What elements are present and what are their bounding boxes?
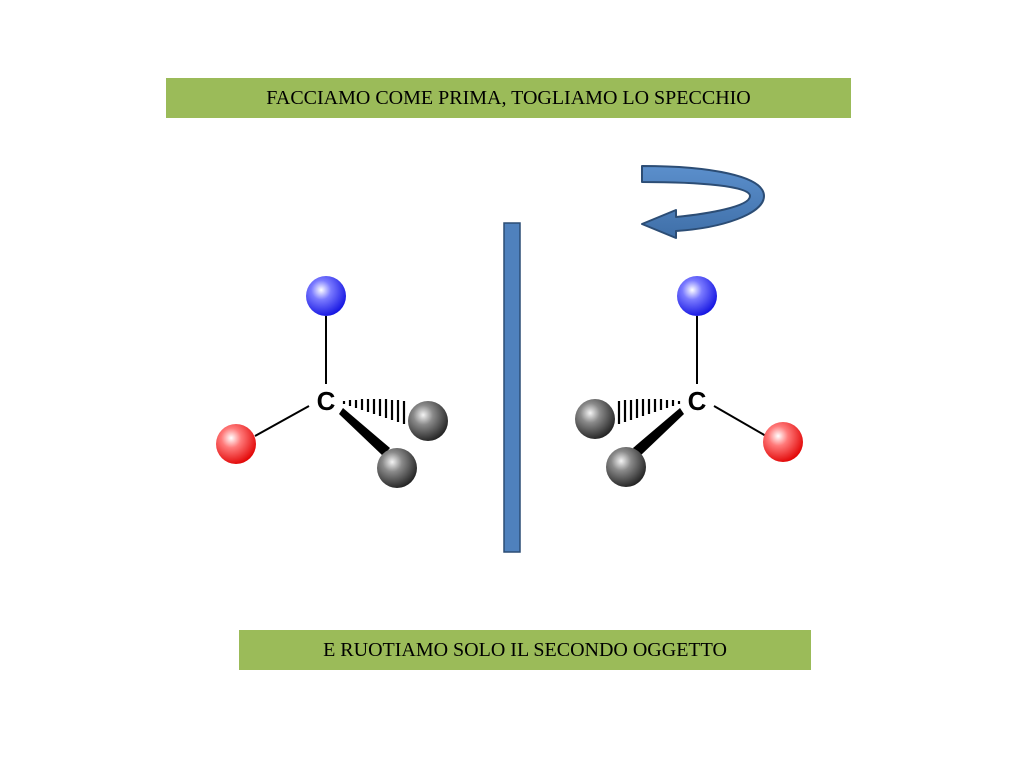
bond-red-right [713,405,767,437]
caption-top: FACCIAMO COME PRIMA, TOGLIAMO LO SPECCHI… [166,78,851,118]
atom-gray-bottom-left [377,448,417,488]
atom-gray-left-right [575,399,615,439]
mirror [503,222,521,553]
atom-gray-bottom-right [606,447,646,487]
carbon-label-left: C [317,386,336,416]
solid-wedge-right [633,408,684,456]
right-molecule: C [575,276,803,487]
caption-bottom: E RUOTIAMO SOLO IL SECONDO OGGETTO [239,630,811,670]
left-molecule: C [216,276,448,488]
bond-red-left [254,405,310,437]
hashed-wedge-left [342,399,406,424]
curved-rotate-arrow-icon [641,165,765,239]
atom-blue-left [306,276,346,316]
carbon-label-right: C [688,386,707,416]
atom-red-right [763,422,803,462]
solid-wedge-left [339,408,390,456]
hashed-wedge-right [617,399,681,424]
atom-blue-right [677,276,717,316]
atom-gray-right-left [408,401,448,441]
atom-red-left [216,424,256,464]
